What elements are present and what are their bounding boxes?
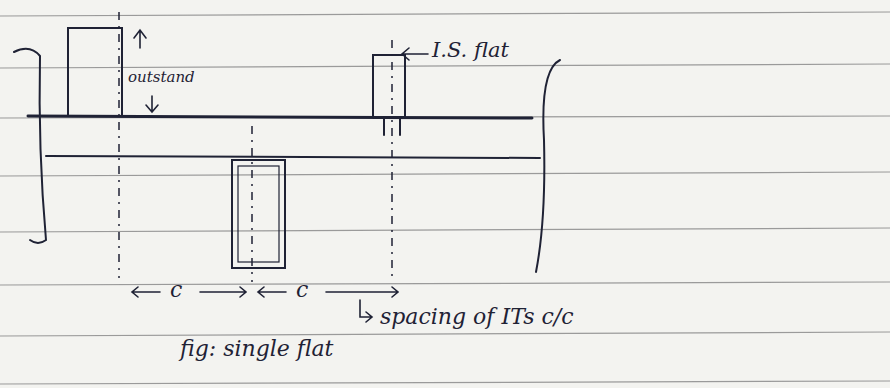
spacing-note: spacing of ITs c/c <box>380 306 574 328</box>
dimension-label: c <box>296 279 308 301</box>
break-line <box>14 49 46 243</box>
part-label: I.S. flat <box>432 40 509 61</box>
ruled-lines <box>0 12 890 384</box>
girder <box>14 28 560 272</box>
break-line <box>536 60 560 272</box>
outstand-label: outstand <box>128 70 195 85</box>
dimension-label: c <box>170 279 182 301</box>
pointer-arrow <box>402 48 428 60</box>
figure-caption: fig: single flat <box>180 338 333 360</box>
centre-lines <box>119 12 392 282</box>
